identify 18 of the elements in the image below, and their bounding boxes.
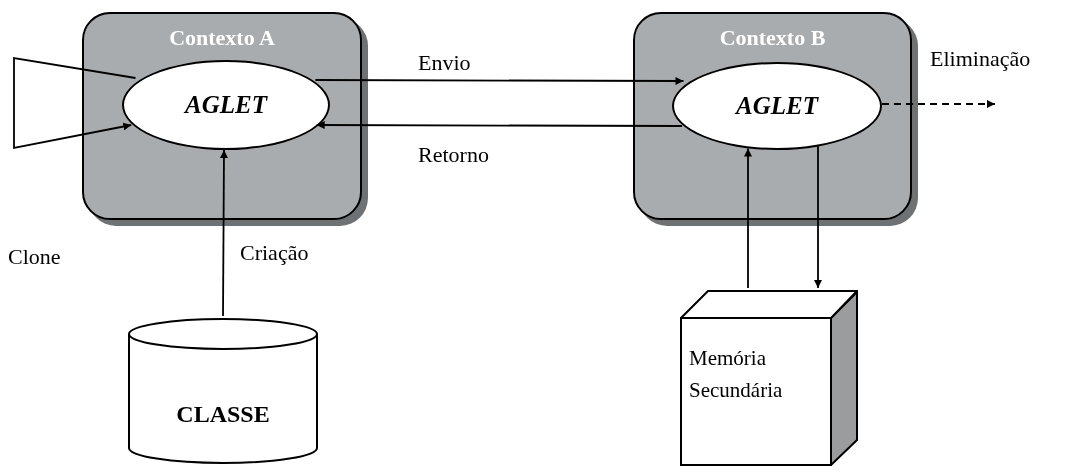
edge-label: Eliminação [930, 45, 1031, 73]
edge-label: Clone [8, 243, 61, 271]
arrow [13, 56, 137, 150]
arrow [314, 77, 685, 85]
arrow [814, 145, 822, 289]
arrow [744, 147, 752, 289]
context-title: Contexto A [168, 24, 276, 52]
aglet-label: AGLET [185, 90, 267, 121]
cylinder-label: CLASSE [175, 400, 271, 429]
storage-label: Memória Secundária [689, 345, 784, 404]
arrow [219, 149, 228, 317]
edge-label: Retorno [418, 141, 489, 169]
edge-label: Envio [418, 49, 471, 77]
arrow [881, 100, 996, 108]
edge-label: Criação [240, 239, 309, 267]
arrow [315, 121, 683, 129]
context-title: Contexto B [718, 24, 827, 52]
aglet-label: AGLET [736, 91, 818, 122]
